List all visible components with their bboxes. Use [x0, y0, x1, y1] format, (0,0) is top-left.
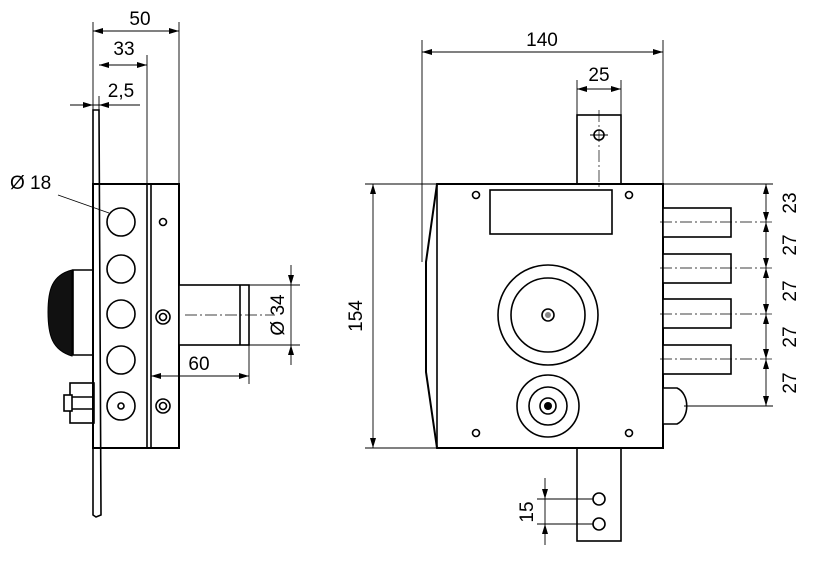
front-cylinder-outer [516, 374, 580, 438]
front-view: 23 27 27 27 27 140 25 154 15 [346, 30, 801, 545]
front-screw-tl [471, 190, 481, 200]
front-bolt-1 [662, 207, 732, 238]
side-hole-3 [106, 299, 136, 329]
dim-side-width-case: 33 [113, 39, 134, 60]
side-hole-5 [106, 391, 136, 421]
front-screw-bl [471, 428, 481, 438]
dim-plate-thickness: 2,5 [108, 81, 134, 102]
side-front-plate [92, 109, 102, 518]
front-case-body [425, 183, 664, 449]
front-gear-outer [497, 264, 599, 366]
front-bolt-4 [662, 344, 732, 375]
dim-bolt-pitch-4: 27 [780, 372, 801, 393]
side-screw-1 [158, 217, 168, 227]
front-latch [662, 387, 688, 425]
front-screw-br [624, 428, 634, 438]
dim-case-width: 140 [526, 30, 558, 51]
front-cylinder-inner [528, 386, 568, 426]
side-screw-3 [155, 398, 171, 414]
side-hole-4 [106, 345, 136, 375]
dim-hole-spacing: 15 [517, 501, 538, 522]
side-view: 50 33 2,5 Ø 18 60 Ø 34 [10, 9, 300, 518]
side-hole-1 [106, 207, 136, 237]
front-strike-bottom [576, 447, 622, 542]
dim-bolt-pitch-1: 27 [780, 234, 801, 255]
side-key-stub [69, 382, 95, 424]
dim-side-width-total: 50 [129, 9, 150, 30]
front-bolt-2 [662, 253, 732, 284]
side-knob [72, 269, 94, 356]
front-bolt-3 [662, 298, 732, 329]
front-gear-inner [510, 277, 586, 353]
side-knob-grip [47, 269, 73, 357]
dim-bolt-pitch-2: 27 [780, 280, 801, 301]
dim-bolt-diameter: Ø 34 [268, 294, 289, 336]
side-screw-2 [155, 309, 171, 325]
dim-backset: 60 [188, 354, 209, 375]
dim-bolt-pitch-3: 27 [780, 326, 801, 347]
dim-cylinder-hole-diameter: Ø 18 [10, 173, 51, 194]
dim-case-height: 154 [346, 300, 367, 332]
dim-bolt-pitch-top: 23 [780, 192, 801, 213]
dim-strike-width: 25 [588, 65, 609, 86]
front-screw-tr [624, 190, 634, 200]
side-hole-2 [106, 254, 136, 284]
front-label-plate [489, 189, 613, 235]
